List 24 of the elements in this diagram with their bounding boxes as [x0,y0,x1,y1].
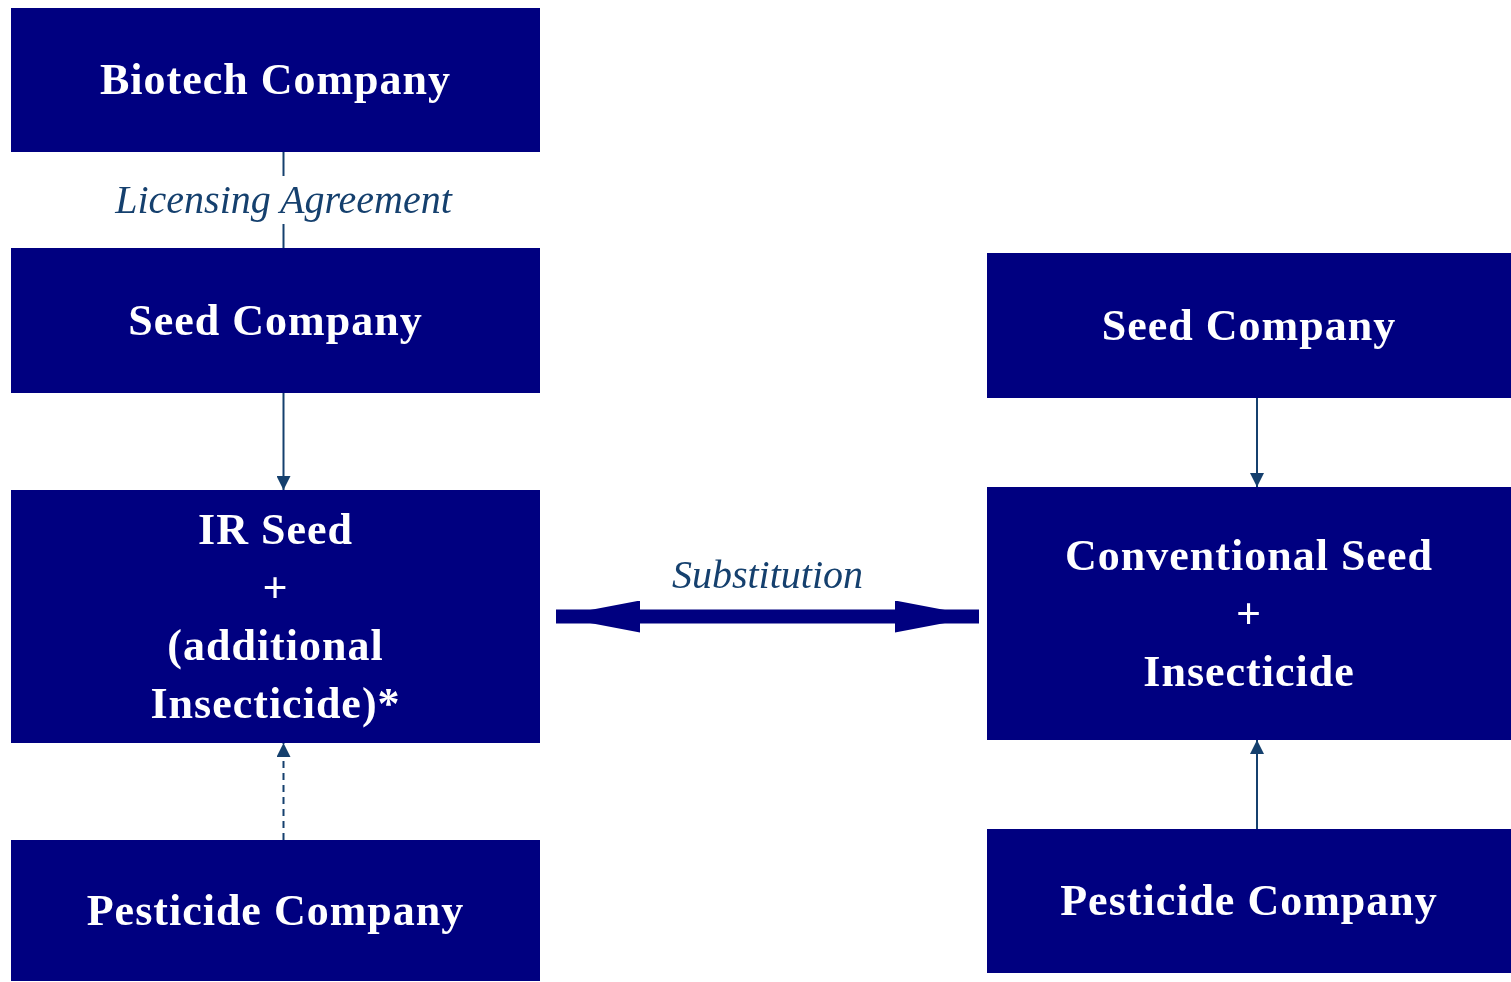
box-text: Biotech Company [99,54,452,106]
arrow [276,392,291,491]
box-text: Seed Company [128,294,423,347]
box-text: + [262,561,289,614]
company-box [987,829,1511,973]
box-text: + [1235,587,1263,640]
box-text: IR Seed [198,503,353,556]
box-text: Pesticide Company [86,884,465,937]
box-text: Insecticide [1143,645,1355,698]
company-box [11,490,540,743]
company-box [11,840,540,981]
company-box [11,8,540,152]
edge-label: Licensing Agreement [111,176,456,224]
box-text: Seed Company [1101,299,1397,352]
double-arrow [556,600,979,633]
company-box [987,487,1511,740]
box-text: Pesticide Company [1060,875,1438,927]
arrow [1250,397,1264,488]
box-text: Conventional Seed [1065,529,1433,582]
company-box [987,253,1511,398]
arrow [276,742,291,841]
arrow [1250,739,1264,830]
box-text: (additional Insecticide)* [149,619,402,730]
company-box [11,248,540,393]
